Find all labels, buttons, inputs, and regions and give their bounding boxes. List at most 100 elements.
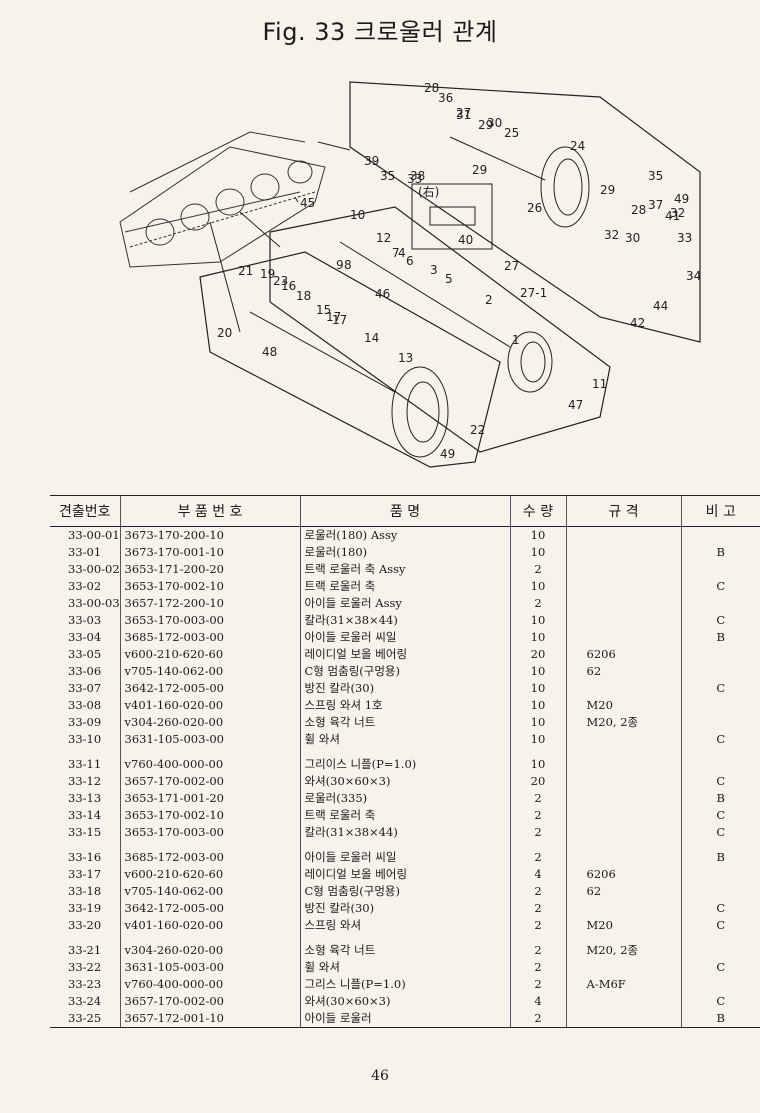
callout-label: 29 xyxy=(472,163,487,177)
callout-label: 26 xyxy=(527,201,542,215)
callout-label: 7 xyxy=(392,246,400,260)
cell-ref-no: 33-17 xyxy=(68,867,102,881)
page-number: 46 xyxy=(371,1068,389,1084)
crawler-assembly-sketch xyxy=(119,131,326,268)
callout-label: 44 xyxy=(653,299,668,313)
cell-ref-no: 33-05 xyxy=(68,647,102,661)
roller-wheel-lower xyxy=(249,311,449,458)
cell-remarks: C xyxy=(680,900,760,917)
group-gap-row xyxy=(50,934,760,942)
cell-ref-no: 33-01 xyxy=(68,545,102,559)
callout-label: 27 xyxy=(456,106,471,120)
cell-qty: 10 xyxy=(509,731,566,748)
cell-ref-no: 33-08 xyxy=(68,698,102,712)
callout-label: 1 xyxy=(512,333,520,347)
cell-spec xyxy=(565,561,681,578)
cell-part-name: 방진 칼라(30) xyxy=(299,900,510,917)
cell-part-no: v304-260-020-00 xyxy=(119,714,300,731)
callout-label: 45 xyxy=(300,196,315,210)
cell-remarks xyxy=(680,976,760,993)
callout-label: 3 xyxy=(430,263,438,277)
callout-label: 17 xyxy=(332,313,347,327)
exploded-parts-diagram: 1234567891011121314151617171819202122232… xyxy=(119,81,701,468)
cell-part-no: 3673-170-200-10 xyxy=(119,526,300,544)
callout-label: 32 xyxy=(604,228,619,242)
cell-ref-no: 33-22 xyxy=(68,960,102,974)
cell-part-no: v705-140-062-00 xyxy=(119,663,300,680)
cell-part-no: 3657-170-002-00 xyxy=(119,773,300,790)
cell-part-name: 칼라(31×38×44) xyxy=(299,824,510,841)
callout-label: 32 xyxy=(670,206,685,220)
cell-qty: 2 xyxy=(509,595,566,612)
cell-ref-no: 33-21 xyxy=(68,943,102,957)
cell-ref-no: 33-02 xyxy=(68,579,102,593)
callout-label: 20 xyxy=(217,326,232,340)
callout-label: 21 xyxy=(238,264,253,278)
cell-spec: 62 xyxy=(565,883,681,900)
cell-spec: M20 xyxy=(565,917,681,934)
cell-remarks: B xyxy=(680,544,760,561)
callout-label: 37 xyxy=(648,198,663,212)
cell-spec xyxy=(565,1010,681,1028)
callout-label: 25 xyxy=(504,126,519,140)
callout-label: 10 xyxy=(350,208,365,222)
cell-part-no: v401-160-020-00 xyxy=(119,697,300,714)
cell-part-no: v760-400-000-00 xyxy=(119,976,300,993)
cell-spec xyxy=(565,807,681,824)
callout-label: 8 xyxy=(344,258,352,272)
cell-part-no: 3642-172-005-00 xyxy=(119,680,300,697)
panel-upper xyxy=(349,81,701,343)
cell-remarks: B xyxy=(680,1010,760,1028)
header-part-no: 부 품 번 호 xyxy=(119,495,300,527)
cell-qty: 10 xyxy=(509,578,566,595)
callout-label: 27 xyxy=(504,259,519,273)
callout-label: 28 xyxy=(424,81,439,95)
group-gap-row xyxy=(50,841,760,849)
cell-spec xyxy=(565,629,681,646)
callout-label: 30 xyxy=(487,116,502,130)
cell-qty: 10 xyxy=(509,544,566,561)
cell-remarks: C xyxy=(680,612,760,629)
cell-remarks xyxy=(680,883,760,900)
cell-part-name: 레이디얼 보올 베어링 xyxy=(299,646,510,663)
cell-ref-no: 33-11 xyxy=(68,757,102,771)
header-spec: 규 격 xyxy=(565,495,681,527)
callout-label: 49 xyxy=(674,192,689,206)
cell-ref-no: 33-00-03 xyxy=(68,596,120,610)
callout-label: 38 xyxy=(410,169,425,183)
cell-part-name: 로울러(180) Assy xyxy=(299,526,510,544)
cell-ref-no: 33-19 xyxy=(68,901,102,915)
cell-qty: 2 xyxy=(509,900,566,917)
cell-qty: 10 xyxy=(509,756,566,773)
cell-part-no: 3631-105-003-00 xyxy=(119,959,300,976)
header-qty: 수 량 xyxy=(509,495,566,527)
callout-label: 47 xyxy=(568,398,583,412)
cell-spec xyxy=(565,612,681,629)
cell-qty: 2 xyxy=(509,942,566,959)
cell-qty: 4 xyxy=(509,993,566,1010)
cell-qty: 10 xyxy=(509,714,566,731)
table-header-row: 견출번호 부 품 번 호 품 명 수 량 규 격 비 고 xyxy=(50,495,760,527)
callout-label: 36 xyxy=(438,91,453,105)
callout-label: 29 xyxy=(600,183,615,197)
roller-wheel-middle xyxy=(339,241,553,393)
callout-label: 48 xyxy=(262,345,277,359)
callout-label: 18 xyxy=(296,289,311,303)
cell-spec xyxy=(565,544,681,561)
cell-part-no: v600-210-620-60 xyxy=(119,866,300,883)
cell-spec: 6206 xyxy=(565,866,681,883)
cell-part-no: 3653-170-003-00 xyxy=(119,824,300,841)
cell-qty: 2 xyxy=(509,824,566,841)
leader-lines xyxy=(209,141,351,333)
cell-ref-no: 33-09 xyxy=(68,715,102,729)
